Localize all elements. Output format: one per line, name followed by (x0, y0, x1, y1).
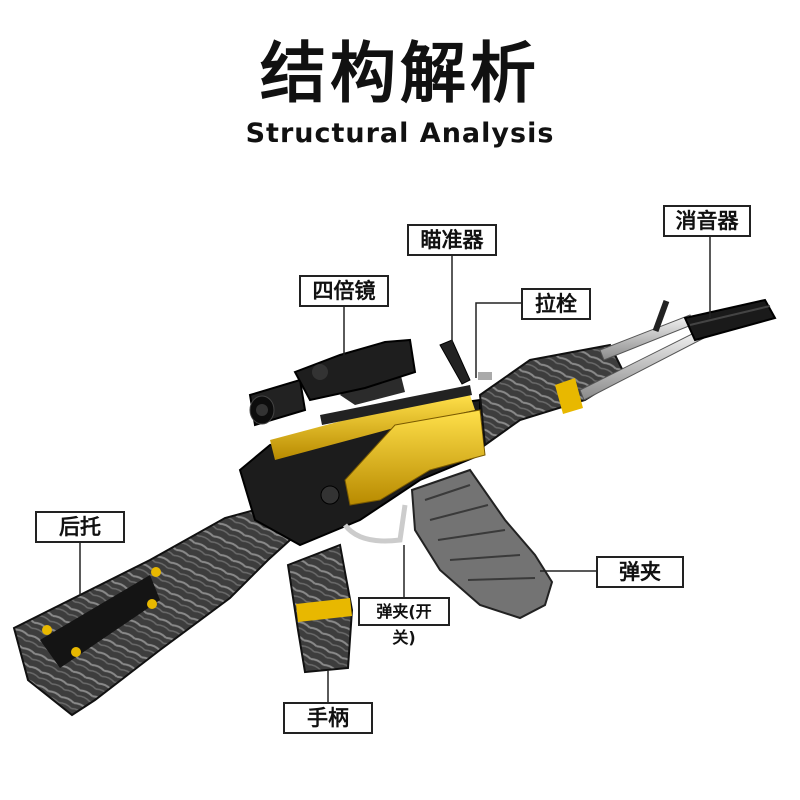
page-title: 结构解析 (260, 35, 540, 112)
label-stock: 后托 (35, 511, 125, 543)
rear-sight (439, 339, 492, 385)
label-grip: 手柄 (283, 702, 373, 734)
label-magazine: 弹夹 (596, 556, 684, 588)
stock (12, 506, 292, 717)
scope-assembly (248, 338, 472, 427)
receiver (238, 395, 486, 547)
label-bolt: 拉栓 (521, 288, 591, 320)
page-subtitle: Structural Analysis (245, 118, 555, 149)
label-scope: 四倍镜 (299, 275, 389, 307)
label-magazine-release: 弹夹(开关) (358, 597, 450, 647)
label-silencer: 消音器 (663, 205, 751, 237)
label-sight: 瞄准器 (407, 224, 497, 256)
handguard (478, 343, 627, 447)
silencer-body (683, 298, 777, 342)
magazine-body (410, 468, 554, 620)
pistol-grip (286, 543, 354, 674)
leader-lines (79, 236, 711, 702)
